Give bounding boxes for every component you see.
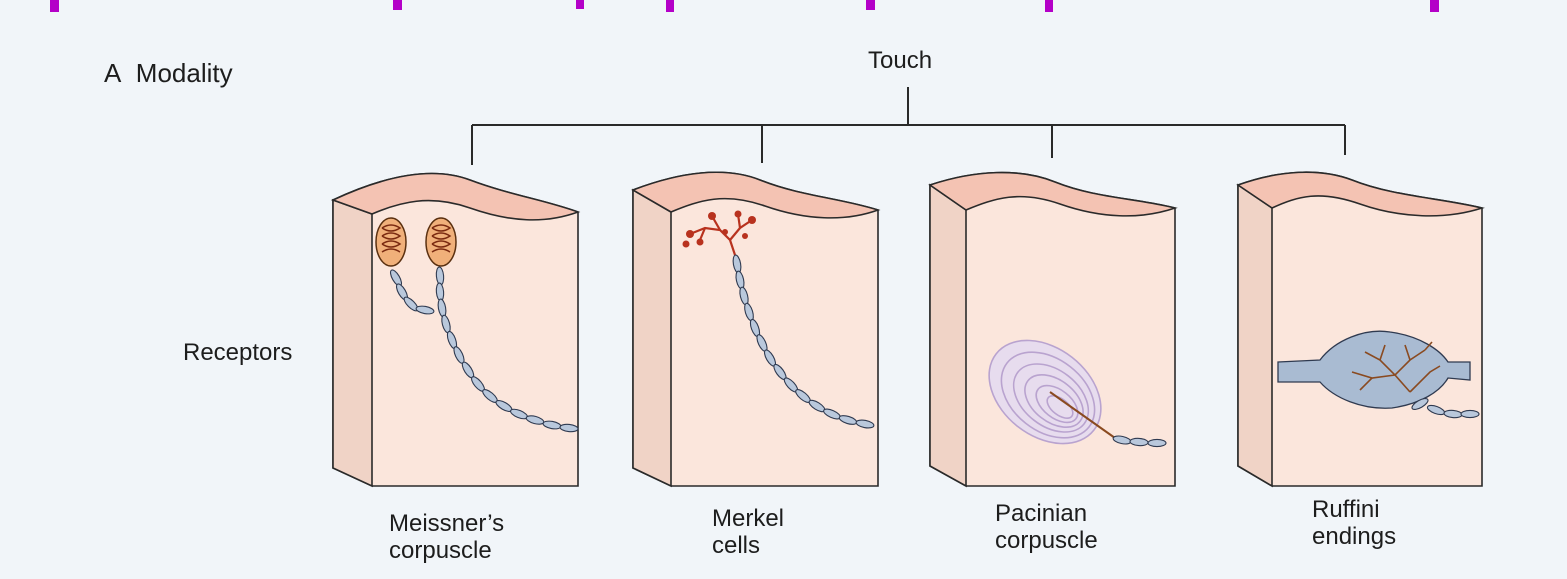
skin-block-ruffini	[1238, 172, 1482, 486]
touch-label: Touch	[868, 47, 932, 74]
receptor-caption-ruffini: Ruffini endings	[1312, 496, 1396, 550]
caption-line: Ruffini	[1312, 496, 1396, 523]
receptor-caption-merkel: Merkel cells	[712, 505, 784, 559]
caption-line: Pacinian	[995, 500, 1098, 527]
receptor-caption-pacinian: Pacinian corpuscle	[995, 500, 1098, 554]
skin-block-merkel	[633, 172, 878, 486]
caption-line: cells	[712, 532, 784, 559]
caption-line: corpuscle	[389, 537, 504, 564]
caption-line: endings	[1312, 523, 1396, 550]
panel-letter: A	[104, 58, 121, 88]
touch-tree-lines	[472, 87, 1345, 165]
panel-title: A Modality	[104, 60, 233, 87]
skin-block-meissner	[333, 174, 578, 486]
caption-line: corpuscle	[995, 527, 1098, 554]
receptor-caption-meissner: Meissner’s corpuscle	[389, 510, 504, 564]
modality-label: Modality	[136, 58, 233, 88]
caption-line: Merkel	[712, 505, 784, 532]
caption-line: Meissner’s	[389, 510, 504, 537]
top-edge-marks	[50, 0, 1439, 12]
receptors-row-label: Receptors	[183, 339, 292, 366]
skin-block-pacinian	[930, 173, 1175, 486]
